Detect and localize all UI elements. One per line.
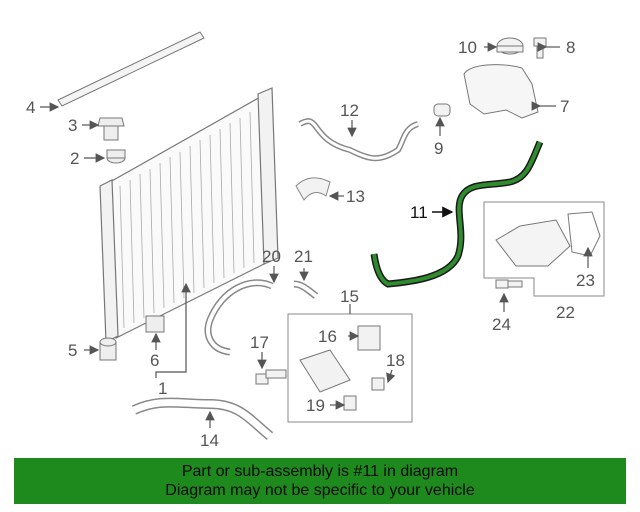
callout-7: 7 xyxy=(560,97,569,116)
callout-4: 4 xyxy=(26,98,35,117)
bolt-8 xyxy=(533,37,547,59)
callout-23: 23 xyxy=(576,271,595,290)
callout-12: 12 xyxy=(340,101,359,120)
callout-1: 1 xyxy=(158,379,167,398)
callout-18: 18 xyxy=(386,351,405,370)
seal-strip xyxy=(57,31,205,107)
footer-line-2: Diagram may not be specific to your vehi… xyxy=(165,482,475,499)
callout-5: 5 xyxy=(68,341,77,360)
callout-24: 24 xyxy=(492,315,511,334)
parts-diagram: 4 3 2 5 6 1 10 8 7 9 12 13 11 20 21 15 1… xyxy=(26,31,605,450)
bolt-3 xyxy=(97,117,125,141)
hose-13 xyxy=(295,177,331,201)
footer-banner: Part or sub-assembly is #11 in diagram D… xyxy=(14,458,626,504)
callout-14: 14 xyxy=(200,431,219,450)
callout-21: 21 xyxy=(294,247,313,266)
footer-line-1: Part or sub-assembly is #11 in diagram xyxy=(181,463,459,480)
callout-11: 11 xyxy=(410,203,428,222)
bracket-6 xyxy=(145,315,165,333)
reservoir-cap-10 xyxy=(496,37,524,55)
bolt-17 xyxy=(255,369,287,385)
callout-16: 16 xyxy=(318,327,337,346)
connector-9 xyxy=(433,103,451,117)
bushing-5 xyxy=(99,337,117,361)
callout-9: 9 xyxy=(434,139,443,158)
callout-2: 2 xyxy=(70,149,79,168)
callout-13: 13 xyxy=(346,187,365,206)
radiator xyxy=(99,87,279,343)
callout-15: 15 xyxy=(340,287,359,306)
callout-17: 17 xyxy=(250,333,269,352)
bolt-24 xyxy=(495,279,523,289)
callout-8: 8 xyxy=(566,38,575,57)
callout-20: 20 xyxy=(262,247,281,266)
callout-6: 6 xyxy=(150,351,159,370)
callout-10: 10 xyxy=(458,38,477,57)
grommet-2 xyxy=(106,149,126,164)
box-22 xyxy=(483,201,605,297)
coolant-reservoir xyxy=(463,64,539,119)
callout-22: 22 xyxy=(556,303,575,322)
callout-3: 3 xyxy=(68,116,77,135)
callout-19: 19 xyxy=(306,396,325,415)
